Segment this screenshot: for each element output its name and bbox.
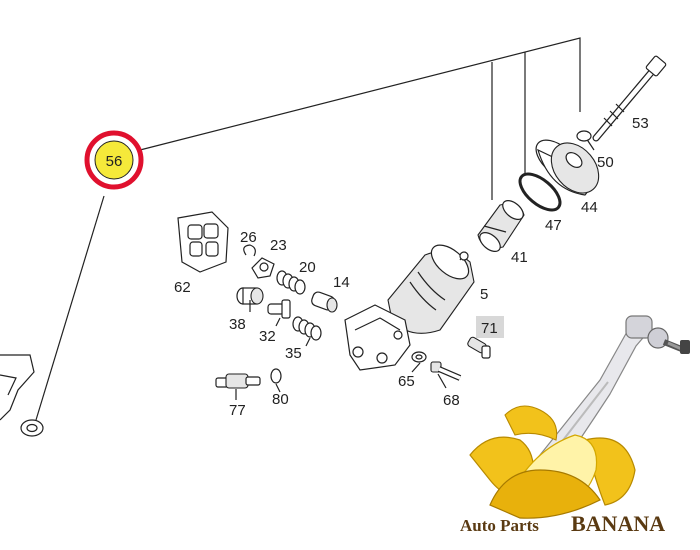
control-arm-picture	[518, 315, 690, 487]
housing-bracket	[344, 304, 411, 371]
bolt-68	[430, 361, 462, 381]
bracket-fragment-left	[0, 354, 35, 421]
part-label-20: 20	[299, 259, 316, 276]
gasket-62	[177, 211, 229, 273]
part-label-14: 14	[333, 274, 350, 291]
brand-text-small: Auto Parts	[460, 516, 539, 535]
highlight-badge	[94, 140, 134, 180]
highlight-ring	[84, 130, 144, 190]
leader-lines	[35, 37, 595, 421]
part-label-44: 44	[581, 199, 598, 216]
seal-80	[270, 368, 282, 384]
part-label-53: 53	[632, 115, 649, 132]
banana-picture	[469, 405, 636, 519]
filter-cap-44	[535, 139, 600, 196]
sensor-77	[215, 373, 261, 389]
part-labels: 53 50 44 47 41 26 23 20 14 62 5 38 32 35…	[174, 115, 649, 419]
part-label-41: 41	[511, 249, 528, 266]
spring-20	[276, 270, 306, 295]
part-label-26: 26	[240, 229, 257, 246]
piston-14	[311, 291, 338, 313]
oring-47	[518, 172, 562, 212]
part-label-35: 35	[285, 345, 302, 362]
part-label-47: 47	[545, 217, 562, 234]
brand-text-big: BANANA	[571, 511, 665, 536]
part-label-5: 5	[480, 286, 488, 303]
clip-26	[243, 244, 256, 257]
washer-50	[576, 130, 592, 142]
washer-56-hole	[26, 423, 38, 433]
bolt-53	[592, 55, 667, 142]
part-label-50: 50	[597, 154, 614, 171]
bushing-38	[236, 287, 264, 305]
highlight-part-56[interactable]: 56	[84, 130, 144, 190]
part-label-23: 23	[270, 237, 287, 254]
spring-35	[292, 316, 322, 341]
filter-element-41	[477, 200, 525, 252]
part-label-38: 38	[229, 316, 246, 333]
part-label-62: 62	[174, 279, 191, 296]
plug-32	[267, 299, 291, 319]
brand-logo: Auto Parts BANANA	[460, 315, 690, 536]
washer-65-hole	[415, 354, 423, 360]
valve-23	[251, 257, 275, 279]
part-label-65: 65	[398, 373, 415, 390]
part-label-56: 56	[106, 153, 123, 170]
plug-71	[467, 316, 504, 359]
label-leaders	[235, 300, 447, 400]
part-label-77: 77	[229, 402, 246, 419]
part-label-71: 71	[481, 320, 498, 337]
part-label-80: 80	[272, 391, 289, 408]
part-label-68: 68	[443, 392, 460, 409]
part-label-32: 32	[259, 328, 276, 345]
